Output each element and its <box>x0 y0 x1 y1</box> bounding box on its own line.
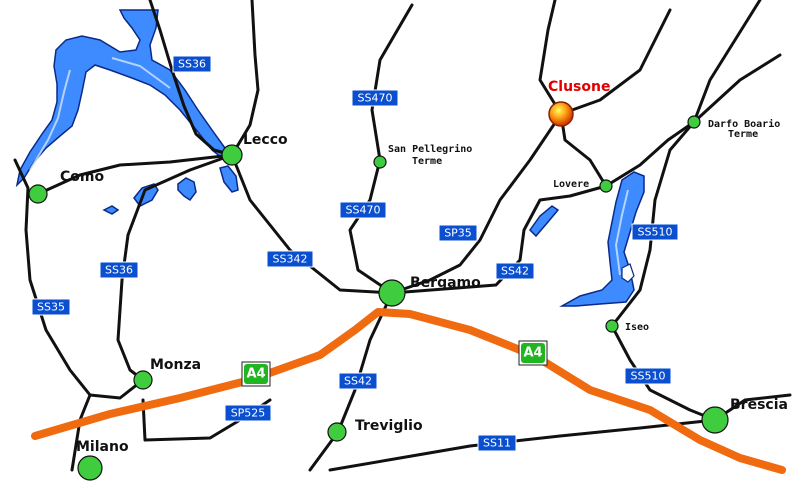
shield-ss42-north: SS42 <box>495 262 535 280</box>
road-ss510 <box>610 120 717 422</box>
road-ss42-south <box>308 291 394 472</box>
svg-text:SS470: SS470 <box>358 92 393 105</box>
road-como-west <box>13 158 92 397</box>
svg-text:SS36: SS36 <box>178 58 206 71</box>
svg-text:A4: A4 <box>523 346 542 361</box>
marker-lovere[interactable] <box>599 179 613 193</box>
road-darfo-north <box>692 0 762 124</box>
road-ss470 <box>348 3 414 295</box>
marker-iseo[interactable] <box>605 319 619 333</box>
marker-san-pellegrino[interactable] <box>373 155 387 169</box>
shield-ss11: SS11 <box>477 434 517 452</box>
marker-como[interactable] <box>28 184 48 204</box>
shield-ss35: SS35 <box>31 298 71 316</box>
shield-sp35: SP35 <box>438 224 478 242</box>
svg-text:SP525: SP525 <box>231 407 266 420</box>
label-treviglio: Treviglio <box>355 418 423 434</box>
lake-garlate <box>219 165 239 193</box>
lake-iseo-highlight <box>614 189 629 276</box>
shield-ss36-north: SS36 <box>172 55 212 73</box>
road-lovere-west <box>390 184 608 295</box>
shield-ss470-north: SS470 <box>351 89 399 107</box>
road-sp35 <box>390 112 563 295</box>
road-darfo <box>604 53 782 188</box>
label-milano: Milano <box>76 439 129 455</box>
marker-monza[interactable] <box>133 370 153 390</box>
svg-text:SS510: SS510 <box>638 226 673 239</box>
road-milano-east <box>88 378 145 400</box>
lake-small-1 <box>102 205 120 215</box>
road-lecco-north <box>230 0 260 157</box>
label-lovere: Lovere <box>553 179 589 190</box>
label-lecco: Lecco <box>243 132 288 148</box>
shield-sp525: SP525 <box>224 404 272 422</box>
lake-como-highlight <box>29 57 171 171</box>
lake-pusiano <box>177 177 197 202</box>
road-shields: SS36 SS36 SS35 SS470 SS470 SS342 SP35 SS… <box>31 55 679 452</box>
svg-text:A4: A4 <box>246 367 265 382</box>
road-clusone-east <box>559 8 672 116</box>
labels: Como Lecco Monza Milano Bergamo Trevigli… <box>60 79 788 455</box>
marker-clusone[interactable] <box>548 101 574 127</box>
svg-text:SS342: SS342 <box>273 253 308 266</box>
marker-milano[interactable] <box>77 455 103 481</box>
svg-text:SS35: SS35 <box>37 301 65 314</box>
svg-text:SS36: SS36 <box>105 264 133 277</box>
shield-ss42-south: SS42 <box>338 372 378 390</box>
road-como-lecco <box>148 0 234 157</box>
road-clusone-north <box>538 0 563 116</box>
shield-ss342: SS342 <box>266 250 314 268</box>
label-como: Como <box>60 169 104 185</box>
shield-ss510-south: SS510 <box>624 367 672 385</box>
road-clusone-lovere <box>559 112 608 188</box>
label-clusone: Clusone <box>548 79 610 95</box>
label-bergamo: Bergamo <box>410 275 481 291</box>
city-markers <box>28 101 729 481</box>
shield-ss510-north: SS510 <box>631 223 679 241</box>
marker-darfo-boario[interactable] <box>687 115 701 129</box>
road-ss342 <box>230 153 394 295</box>
shield-ss470-south: SS470 <box>339 201 387 219</box>
label-iseo: Iseo <box>625 322 649 333</box>
lake-endine <box>529 205 560 238</box>
marker-bergamo[interactable] <box>378 279 406 307</box>
label-brescia: Brescia <box>730 397 788 413</box>
svg-text:SS470: SS470 <box>346 204 381 217</box>
svg-text:SS42: SS42 <box>344 375 372 388</box>
road-ss36 <box>116 153 234 382</box>
marker-treviglio[interactable] <box>327 422 347 442</box>
svg-text:SP35: SP35 <box>444 227 472 240</box>
label-san-pellegrino: San Pellegrino <box>388 143 472 155</box>
marker-lecco[interactable] <box>221 144 243 166</box>
label-san-pellegrino-line2: Terme <box>412 156 442 167</box>
label-darfo-boario-line2: Terme <box>728 129 758 140</box>
motorway-badge-a4-east: A4 <box>518 340 548 366</box>
marker-brescia[interactable] <box>701 406 729 434</box>
motorway-a4 <box>31 308 786 474</box>
svg-text:SS510: SS510 <box>631 370 666 383</box>
svg-text:SS42: SS42 <box>501 265 529 278</box>
shield-ss36-south: SS36 <box>99 261 139 279</box>
svg-text:SS11: SS11 <box>483 437 511 450</box>
label-darfo-boario: Darfo Boario <box>708 118 780 130</box>
monte-isola <box>621 263 635 283</box>
road-como-lecco-south <box>36 153 234 196</box>
label-monza: Monza <box>150 357 201 373</box>
motorway-badge-a4-west: A4 <box>241 361 271 387</box>
lake-como <box>15 9 226 188</box>
